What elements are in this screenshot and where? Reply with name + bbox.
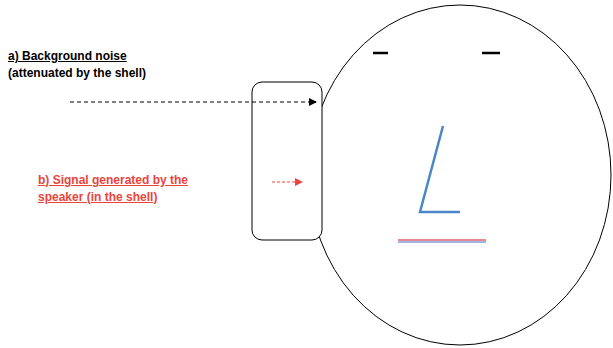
signal-label: b) Signal generated by the speaker (in t… [38, 172, 216, 206]
left-eye [373, 52, 388, 55]
head-outline [309, 5, 611, 345]
right-eye [482, 52, 500, 55]
mouth-shadow [398, 241, 486, 243]
noise-label: a) Background noise [8, 48, 238, 65]
signal-arrow [272, 182, 302, 183]
mouth [398, 239, 486, 241]
noise-arrow [70, 102, 316, 103]
noise-note: (attenuated by the shell) [8, 65, 238, 82]
nose [420, 126, 460, 212]
ear-shell [252, 82, 322, 240]
